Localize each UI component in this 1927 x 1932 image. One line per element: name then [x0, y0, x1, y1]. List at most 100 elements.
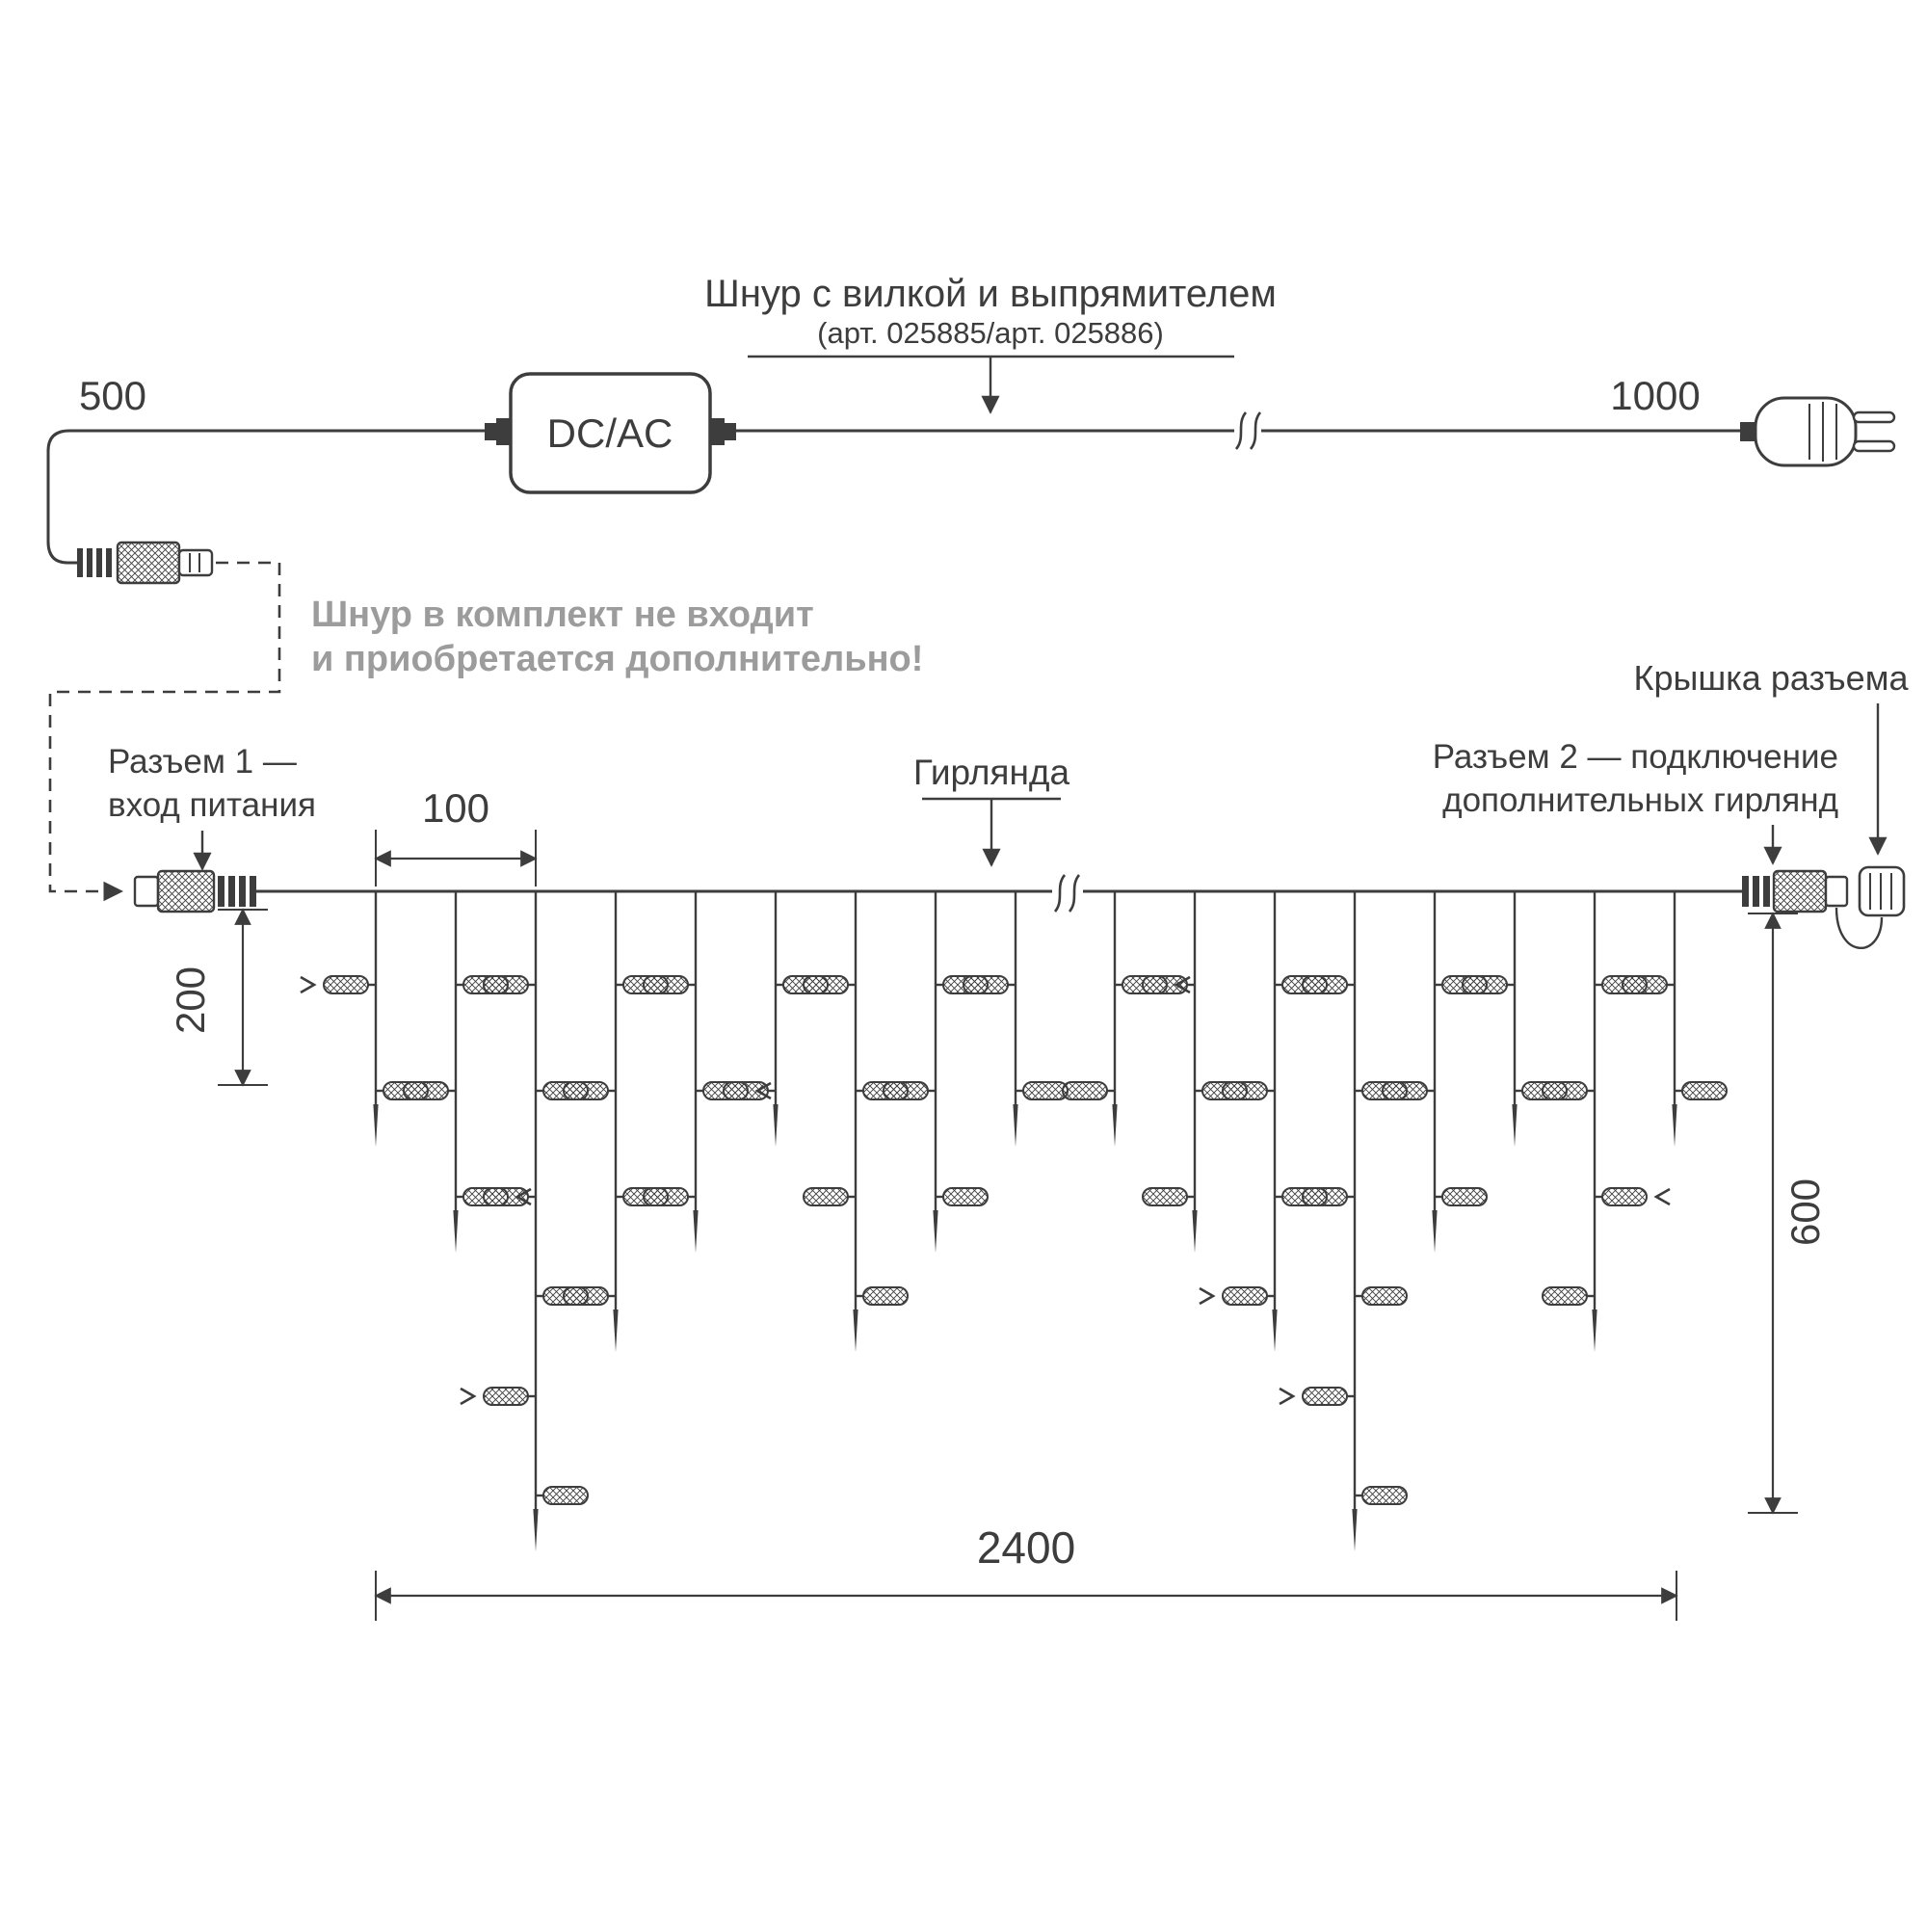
cord-title: Шнур с вилкой и выпрямителем	[704, 273, 1277, 315]
cap-callout: Крышка разъема	[1634, 658, 1910, 856]
connector1-callout: Разъем 1 — вход питания	[108, 743, 316, 871]
led-bulb	[563, 1286, 609, 1306]
led-bulb	[542, 1486, 589, 1505]
cap-label: Крышка разъема	[1634, 658, 1910, 698]
led-bulb	[883, 1081, 929, 1100]
garland-drop	[323, 891, 429, 1147]
led-bulb	[1382, 1081, 1428, 1100]
led-bulb	[323, 975, 369, 994]
connector-cap	[1835, 865, 1906, 950]
led-bulb	[1302, 1387, 1348, 1406]
led-bulb	[1681, 1081, 1728, 1100]
converter-label: DC/AC	[547, 410, 673, 456]
bulb-pointer-icon	[1653, 1187, 1671, 1206]
led-bulb	[1142, 1187, 1188, 1206]
led-bulb	[803, 975, 849, 994]
connector-2-extension	[1742, 869, 1849, 913]
power-plug	[1740, 396, 1896, 467]
connector1-label-line1: Разъем 1 —	[108, 743, 297, 781]
garland-drop	[1062, 891, 1168, 1147]
note-line-1: Шнур в комплект не входит	[311, 595, 814, 635]
drop-tip	[533, 1509, 539, 1551]
drop-tip	[1672, 1104, 1677, 1147]
cord-cable-left	[46, 429, 485, 565]
drop-tip	[613, 1310, 619, 1352]
led-bulb	[1361, 1286, 1408, 1306]
garland-label: Гирлянда	[913, 753, 1070, 792]
dimension-100: 100	[374, 785, 538, 887]
cord-output-connector	[77, 541, 214, 585]
garland-drop	[1542, 891, 1648, 1352]
led-bulb	[643, 1187, 689, 1206]
led-bulb	[483, 975, 529, 994]
led-bulb	[643, 975, 689, 994]
led-bulb	[723, 1081, 769, 1100]
connector-1-power-input	[133, 869, 256, 913]
connector2-label-line1: Разъем 2 — подключение	[1433, 738, 1838, 776]
note-line-2: и приобретается дополнительно!	[311, 639, 923, 679]
dimension-1000-label: 1000	[1610, 373, 1700, 418]
drop-tip	[373, 1104, 379, 1147]
cord-subtitle: (арт. 025885/арт. 025886)	[817, 316, 1164, 350]
garland-drop	[803, 891, 909, 1352]
wire-break-symbol	[1052, 874, 1083, 913]
led-bulb	[1441, 1187, 1488, 1206]
cord-title-callout: Шнур с вилкой и выпрямителем (арт. 02588…	[704, 273, 1277, 414]
dimension-200-label: 200	[168, 966, 213, 1034]
drop-tip	[933, 1210, 938, 1253]
led-bulb	[803, 1187, 849, 1206]
led-bulb	[1062, 1081, 1108, 1100]
garland-drops	[300, 891, 1728, 1551]
bulb-pointer-icon	[754, 1081, 772, 1100]
dimension-600: 600	[1748, 912, 1828, 1515]
garland-drop	[1302, 891, 1408, 1551]
drop-tip	[1013, 1104, 1018, 1147]
bulb-pointer-icon	[1199, 1286, 1216, 1306]
led-bulb	[483, 1387, 529, 1406]
connector1-label-line2: вход питания	[108, 786, 316, 824]
led-bulb	[403, 1081, 449, 1100]
garland-drop	[643, 891, 749, 1253]
drop-tip	[693, 1210, 699, 1253]
dc-ac-converter: DC/AC	[485, 372, 736, 494]
drop-tip	[1592, 1310, 1597, 1352]
dimension-2400: 2400	[374, 1522, 1678, 1621]
connector2-label-line2: дополнительных гирлянд	[1442, 781, 1838, 819]
led-bulb	[1142, 975, 1188, 994]
led-bulb	[1302, 1187, 1348, 1206]
dimension-2400-label: 2400	[977, 1522, 1075, 1573]
led-bulb	[1022, 1081, 1069, 1100]
drop-tip	[1192, 1210, 1198, 1253]
bulb-pointer-icon	[300, 975, 317, 994]
bulb-pointer-icon	[515, 1187, 532, 1206]
bulb-pointer-icon	[460, 1387, 477, 1406]
drop-tip	[1432, 1210, 1438, 1253]
led-bulb	[1601, 1187, 1648, 1206]
led-bulb	[942, 1187, 989, 1206]
garland-drop	[483, 891, 589, 1551]
drop-tip	[1272, 1310, 1278, 1352]
led-bulb	[1542, 1286, 1588, 1306]
bulb-pointer-icon	[1174, 975, 1191, 994]
led-bulb	[1622, 975, 1668, 994]
led-bulb	[1462, 975, 1508, 994]
drop-tip	[853, 1310, 858, 1352]
garland-drop	[563, 891, 669, 1352]
cable-break-symbol	[1234, 411, 1262, 450]
garland-drop	[1382, 891, 1488, 1253]
garland-drop	[883, 891, 989, 1253]
led-bulb	[1222, 1081, 1268, 1100]
dashed-connection-path	[48, 561, 281, 902]
led-bulb	[563, 1081, 609, 1100]
garland-drop	[1142, 891, 1248, 1253]
garland-callout: Гирлянда	[913, 753, 1070, 867]
drop-tip	[1352, 1509, 1358, 1551]
dimension-100-label: 100	[422, 785, 489, 831]
garland-drop	[723, 891, 829, 1147]
led-bulb	[483, 1187, 529, 1206]
dimension-600-label: 600	[1782, 1178, 1828, 1246]
led-bulb	[862, 1286, 909, 1306]
dimension-500-label: 500	[79, 373, 146, 418]
garland-drop	[1462, 891, 1568, 1147]
led-bulb	[963, 975, 1009, 994]
